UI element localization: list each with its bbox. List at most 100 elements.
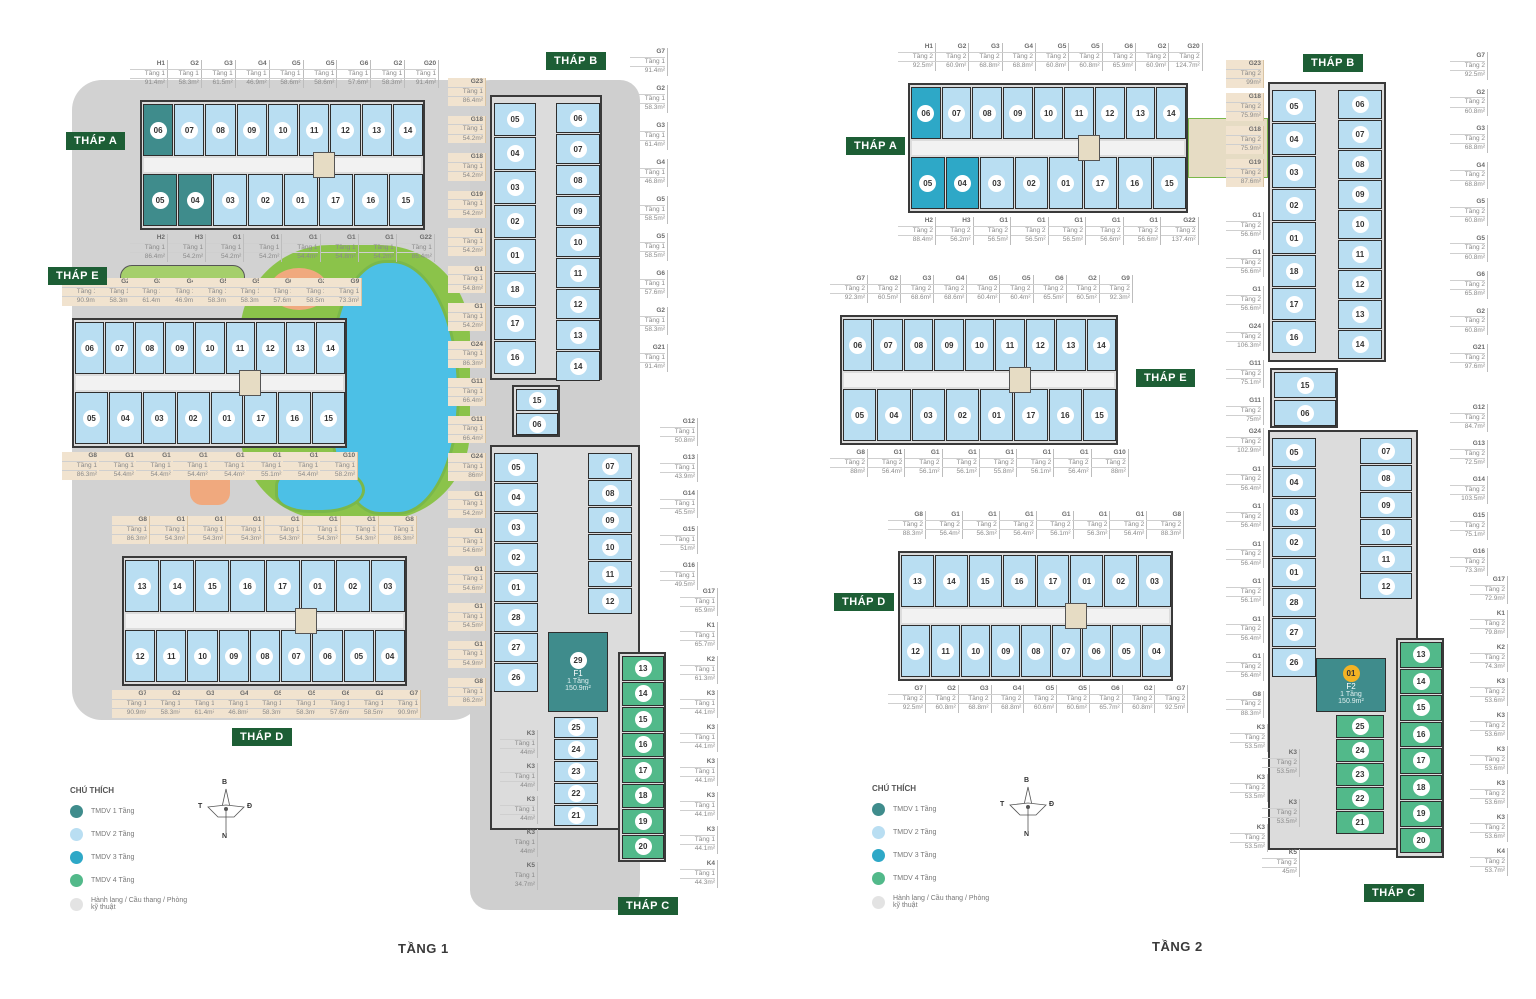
unit-cell[interactable]: 12 xyxy=(901,625,931,677)
unit-cell[interactable]: 08 xyxy=(588,480,632,506)
unit-cell[interactable]: 17 xyxy=(622,758,664,783)
unit-cell[interactable]: 26 xyxy=(1272,648,1316,677)
unit-cell[interactable]: 18 xyxy=(622,783,664,808)
unit-cell[interactable]: 13 xyxy=(125,560,160,612)
unit-cell[interactable]: 04 xyxy=(178,174,213,226)
unit-cell[interactable]: 10 xyxy=(1338,210,1382,239)
unit-cell[interactable]: 08 xyxy=(135,322,165,374)
unit-cell[interactable]: 09 xyxy=(218,630,249,682)
unit-cell[interactable]: 13 xyxy=(285,322,315,374)
unit-cell[interactable]: 01 xyxy=(1272,558,1316,587)
unit-cell[interactable]: 11 xyxy=(225,322,255,374)
unit-cell[interactable]: 13 xyxy=(361,104,392,156)
unit-cell[interactable]: 10 xyxy=(964,319,995,371)
unit-cell[interactable]: 11 xyxy=(556,258,600,288)
unit-cell[interactable]: 16 xyxy=(622,732,664,757)
unit-cell[interactable]: 08 xyxy=(1021,625,1051,677)
unit-cell[interactable]: 01 xyxy=(494,239,536,272)
unit-cell[interactable]: 04 xyxy=(374,630,405,682)
unit-cell[interactable]: 21 xyxy=(554,805,598,826)
unit-cell[interactable]: 17 xyxy=(1014,389,1048,441)
unit-cell[interactable]: 14 xyxy=(1086,319,1116,371)
unit-cell[interactable]: 05 xyxy=(1272,438,1316,467)
unit-cell[interactable]: 03 xyxy=(1272,498,1316,527)
unit-cell[interactable]: 11 xyxy=(156,630,187,682)
unit-cell[interactable]: 10 xyxy=(267,104,299,156)
unit-cell[interactable]: 16 xyxy=(1002,555,1036,607)
unit-cell[interactable]: 04 xyxy=(1141,625,1171,677)
unit-cell[interactable]: 07 xyxy=(281,630,312,682)
unit-cell[interactable]: 15 xyxy=(968,555,1002,607)
unit-cell[interactable]: 14 xyxy=(934,555,968,607)
unit-cell[interactable]: 12 xyxy=(588,588,632,614)
unit-cell[interactable]: 23 xyxy=(554,761,598,782)
unit-cell[interactable]: 24 xyxy=(554,739,598,760)
unit-cell[interactable]: 12 xyxy=(1338,270,1382,299)
unit-cell[interactable]: 01 xyxy=(300,560,335,612)
unit-cell[interactable]: 13 xyxy=(556,320,600,350)
unit-cell[interactable]: 06 xyxy=(1274,400,1336,426)
unit-cell[interactable]: 16 xyxy=(230,560,265,612)
unit-cell[interactable]: 07 xyxy=(588,453,632,479)
unit-cell[interactable]: 03 xyxy=(980,157,1014,209)
unit-cell[interactable]: 04 xyxy=(1272,123,1316,155)
unit-cell[interactable]: 06 xyxy=(911,87,941,139)
unit-cell[interactable]: 25 xyxy=(1336,715,1384,738)
unit-cell[interactable]: 01 xyxy=(210,392,244,444)
unit-cell[interactable]: 16 xyxy=(1048,389,1082,441)
unit-cell[interactable]: 05 xyxy=(843,389,877,441)
unit-cell[interactable]: 07 xyxy=(941,87,972,139)
unit-cell[interactable]: 09 xyxy=(165,322,195,374)
unit-cell[interactable]: 02 xyxy=(1104,555,1138,607)
unit-cell[interactable]: 14 xyxy=(622,681,664,706)
unit-cell[interactable]: 07 xyxy=(1051,625,1081,677)
unit-cell[interactable]: 15 xyxy=(1400,695,1442,721)
unit-cell[interactable]: 14 xyxy=(1338,330,1382,359)
unit-cell[interactable]: 17 xyxy=(318,174,353,226)
unit-cell[interactable]: 16 xyxy=(353,174,388,226)
unit-cell[interactable]: 14 xyxy=(315,322,345,374)
unit-cell[interactable]: 10 xyxy=(588,534,632,560)
unit-cell[interactable]: 12 xyxy=(125,630,156,682)
unit-cell[interactable]: 07 xyxy=(174,104,205,156)
unit-cell[interactable]: 12 xyxy=(255,322,285,374)
unit-cell[interactable]: 13 xyxy=(1125,87,1156,139)
unit-cell[interactable]: 03 xyxy=(1138,555,1171,607)
unit-cell[interactable]: 02 xyxy=(248,174,283,226)
unit-cell[interactable]: 04 xyxy=(108,392,142,444)
unit-cell[interactable]: 15 xyxy=(1274,372,1336,398)
unit-cell[interactable]: 10 xyxy=(1033,87,1064,139)
unit-cell[interactable]: 05 xyxy=(143,174,178,226)
unit-cell[interactable]: 09 xyxy=(236,104,267,156)
unit-cell[interactable]: 06 xyxy=(143,104,174,156)
unit-cell[interactable]: 18 xyxy=(494,273,536,306)
unit-cell[interactable]: 11 xyxy=(931,625,961,677)
unit-cell[interactable]: 06 xyxy=(516,413,558,435)
unit-cell[interactable]: 17 xyxy=(265,560,300,612)
unit-cell[interactable]: 13 xyxy=(1056,319,1086,371)
unit-cell[interactable]: 12 xyxy=(1095,87,1125,139)
unit-cell[interactable]: 05 xyxy=(1272,90,1316,122)
unit-cell[interactable]: 06 xyxy=(1081,625,1111,677)
unit-cell[interactable]: 16 xyxy=(494,341,536,374)
unit-cell[interactable]: 02 xyxy=(494,543,538,572)
unit-cell[interactable]: 24 xyxy=(1336,739,1384,762)
unit-cell[interactable]: 01 xyxy=(1272,222,1316,254)
unit-cell[interactable]: 18 xyxy=(1272,255,1316,287)
unit-cell[interactable]: 14 xyxy=(392,104,423,156)
unit-cell[interactable]: 01 xyxy=(1070,555,1104,607)
unit-cell[interactable]: 07 xyxy=(556,134,600,164)
unit-cell[interactable]: 01 xyxy=(1049,157,1083,209)
unit-cell[interactable]: 07 xyxy=(1338,120,1382,149)
unit-cell[interactable]: 14 xyxy=(160,560,195,612)
unit-cell[interactable]: 05 xyxy=(911,157,945,209)
unit-cell[interactable]: 28 xyxy=(1272,588,1316,617)
unit-cell[interactable]: 22 xyxy=(554,783,598,804)
unit-cell[interactable]: 06 xyxy=(312,630,343,682)
unit-cell[interactable]: 06 xyxy=(843,319,873,371)
unit-cell[interactable]: 11 xyxy=(1338,240,1382,269)
unit-cell[interactable]: 07 xyxy=(1360,438,1412,464)
unit-cell[interactable]: 01 xyxy=(283,174,318,226)
unit-cell[interactable]: 12 xyxy=(556,289,600,319)
